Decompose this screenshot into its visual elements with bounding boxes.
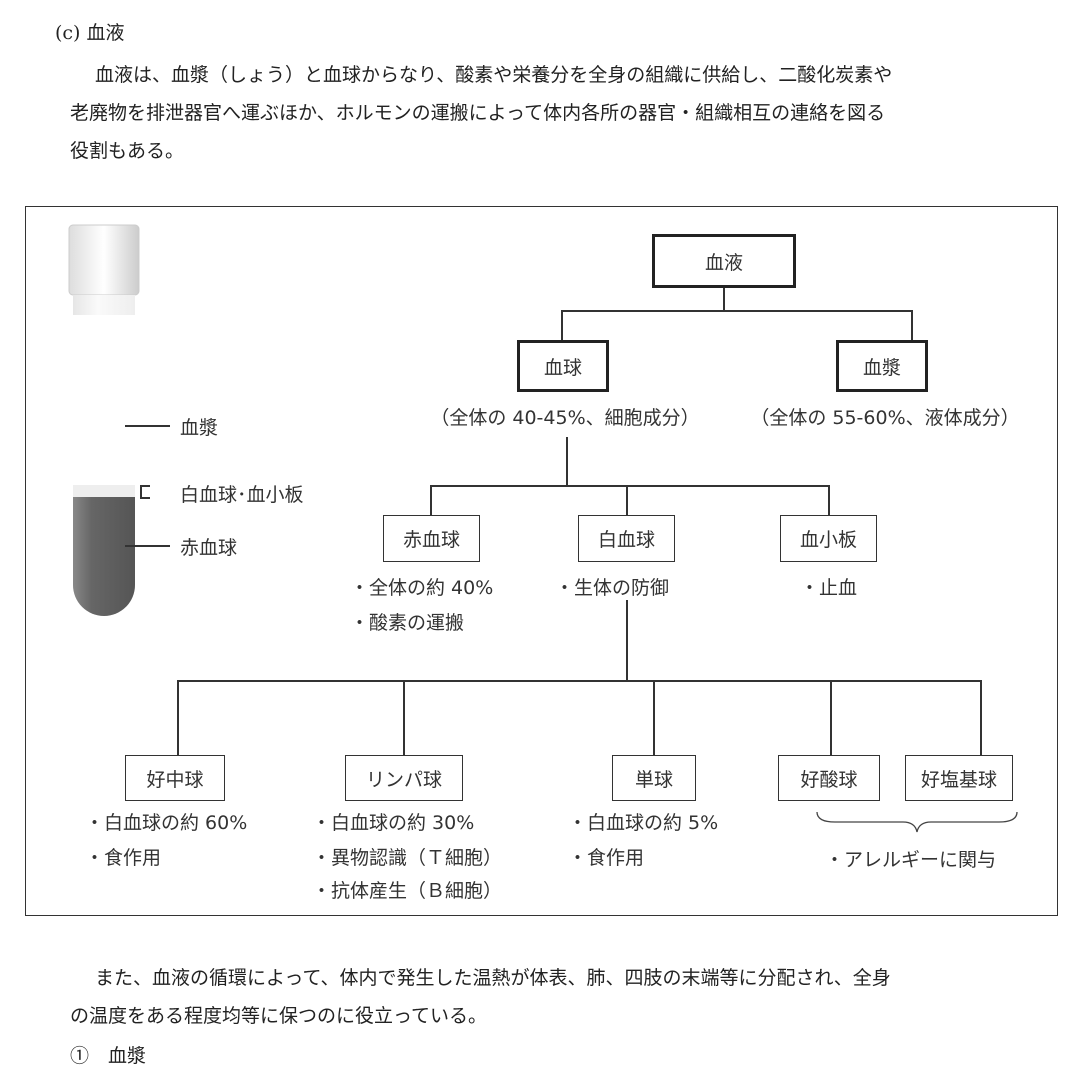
outro-line: の温度をある程度均等に保つのに役立っている。 <box>70 1005 488 1027</box>
node-platelet: 血小板 <box>780 515 877 562</box>
label-plasma: 血漿 <box>180 417 219 439</box>
intro-line: 血液は、血漿（しょう）と血球からなり、酸素や栄養分を全身の組織に供給し、二酸化炭… <box>95 64 893 86</box>
brace-icon <box>816 811 1018 833</box>
node-blood-cells: 血球 <box>517 340 609 392</box>
rbc-note: ・全体の約 40% <box>350 577 494 599</box>
platelet-note: ・止血 <box>800 577 858 599</box>
test-tube-illustration <box>68 224 140 616</box>
diagram-frame <box>25 206 1058 916</box>
lymphocyte-note: ・異物認識（Ｔ細胞） <box>312 847 503 869</box>
node-blood: 血液 <box>652 234 796 288</box>
wbc-note: ・生体の防御 <box>555 577 670 599</box>
outro-line: また、血液の循環によって、体内で発生した温熱が体表、肺、四肢の末端等に分配され、… <box>95 967 891 989</box>
neutrophil-note: ・食作用 <box>85 847 162 869</box>
subsection-heading: ① 血漿 <box>70 1045 147 1067</box>
node-neutrophil: 好中球 <box>125 755 225 801</box>
lymphocyte-note: ・白血球の約 30% <box>312 812 475 834</box>
monocyte-note: ・白血球の約 5% <box>568 812 719 834</box>
allergy-note: ・アレルギーに関与 <box>825 849 997 871</box>
node-monocyte: 単球 <box>612 755 696 801</box>
cells-note: （全体の 40-45%、細胞成分） <box>430 407 700 429</box>
monocyte-note: ・食作用 <box>568 847 645 869</box>
node-basophil: 好塩基球 <box>905 755 1013 801</box>
plasma-note: （全体の 55-60%、液体成分） <box>750 407 1020 429</box>
node-rbc: 赤血球 <box>383 515 480 562</box>
neutrophil-note: ・白血球の約 60% <box>85 812 248 834</box>
rbc-note: ・酸素の運搬 <box>350 612 465 634</box>
section-heading: (c) 血液 <box>55 22 125 44</box>
node-lymphocyte: リンパ球 <box>345 755 463 801</box>
label-wbc-platelets: 白血球･血小板 <box>180 484 304 506</box>
node-eosinophil: 好酸球 <box>778 755 880 801</box>
node-plasma: 血漿 <box>836 340 928 392</box>
label-rbc: 赤血球 <box>180 537 238 559</box>
node-wbc: 白血球 <box>578 515 675 562</box>
intro-line: 老廃物を排泄器官へ運ぶほか、ホルモンの運搬によって体内各所の器官・組織相互の連絡… <box>70 102 886 124</box>
intro-line: 役割もある。 <box>70 140 185 162</box>
lymphocyte-note: ・抗体産生（Ｂ細胞） <box>312 880 503 902</box>
